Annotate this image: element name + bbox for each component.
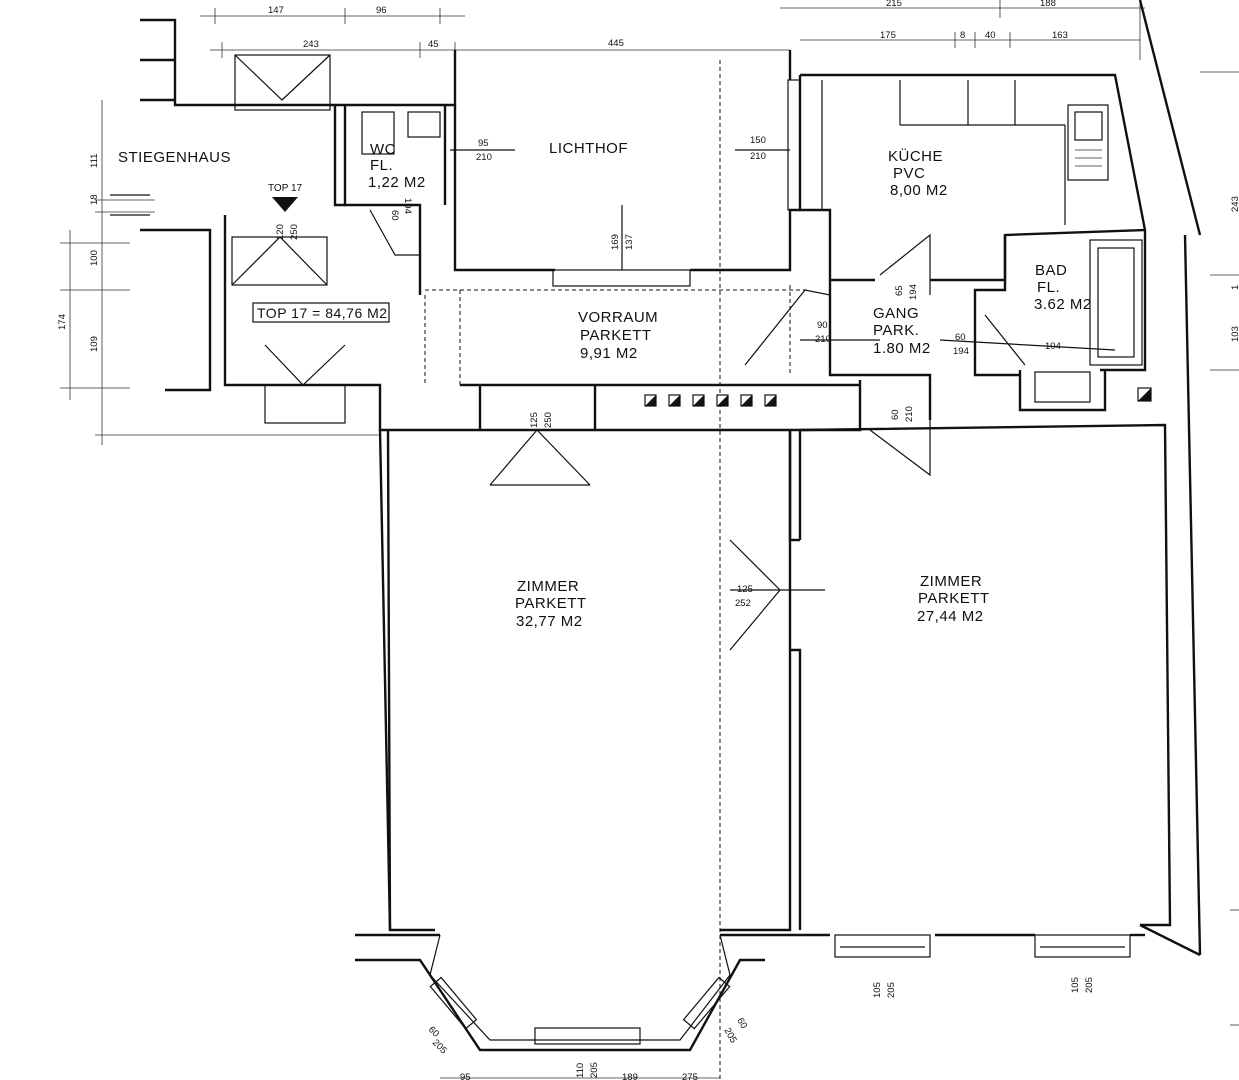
mid-door-w: 125	[737, 584, 753, 595]
bad-door-h: 194	[953, 346, 969, 357]
vorraum-walls	[424, 60, 1020, 1080]
mid-door-h: 252	[735, 598, 751, 609]
z2-door-w: 60	[890, 409, 901, 420]
lichthof-label: LICHTHOF	[549, 140, 628, 157]
dim-96: 96	[376, 5, 387, 16]
dim-174: 174	[57, 314, 68, 330]
zimmer1-area: 32,77 M2	[516, 613, 583, 630]
bot-dim-275: 275	[682, 1072, 698, 1080]
bay-center-h: 205	[589, 1062, 600, 1078]
wc-label: WC	[370, 141, 396, 158]
gang-label: GANG	[873, 305, 919, 322]
wc-floor: FL.	[370, 157, 393, 174]
stiegenhaus-label: STIEGENHAUS	[118, 149, 231, 166]
zimmer2-floor: PARKETT	[918, 590, 990, 607]
zimmer2-area: 27,44 M2	[917, 608, 984, 625]
bot-dim-95: 95	[460, 1072, 471, 1080]
bay-left-h: 205	[430, 1037, 449, 1056]
bay-right-w: 60	[734, 1016, 749, 1031]
lichthof-dim-169: 169	[610, 234, 621, 250]
zimmer2-label: ZIMMER	[920, 573, 982, 590]
dim-147: 147	[268, 5, 284, 16]
dim-188: 188	[1040, 0, 1056, 9]
dim-18: 18	[89, 194, 100, 205]
bad-door-w: 60	[955, 332, 966, 343]
dim-175: 175	[880, 30, 896, 41]
kueche-door-h: 210	[750, 151, 766, 162]
bay-center-w: 110	[575, 1063, 586, 1078]
window-zimmer2-right	[1034, 934, 1131, 958]
z1-door-w: 125	[529, 412, 540, 428]
wc-door-w: 60	[389, 210, 400, 221]
gang-floor: PARK.	[873, 322, 919, 339]
bad-walls	[939, 235, 1143, 412]
win1-w: 105	[872, 982, 883, 998]
gang-area: 1.80 M2	[873, 340, 931, 357]
win2-h: 205	[1084, 977, 1095, 993]
top17-door-h: 250	[289, 224, 300, 240]
gang-dim-65: 65	[894, 285, 905, 296]
vent-icons	[644, 387, 1152, 407]
bad-dim-104: 104	[1045, 341, 1061, 352]
bad-floor: FL.	[1037, 279, 1060, 296]
bad-area: 3.62 M2	[1034, 296, 1092, 313]
gang-door-w: 90	[817, 320, 828, 331]
lichthof-dim-137: 137	[624, 234, 635, 250]
lichthof-dim-w: 95	[478, 138, 489, 149]
kueche-door-w: 150	[750, 135, 766, 146]
zimmer2-walls	[729, 410, 931, 930]
right-dim-103: 103	[1230, 326, 1239, 342]
wc-walls	[343, 105, 447, 295]
kueche-label: KÜCHE	[888, 147, 943, 165]
bay-right-h: 205	[721, 1026, 738, 1045]
bad-label: BAD	[1035, 262, 1067, 279]
zimmer1-label: ZIMMER	[517, 578, 579, 595]
dim-40: 40	[985, 30, 996, 41]
dim-109: 109	[89, 336, 100, 352]
zimmer1-floor: PARKETT	[515, 595, 587, 612]
entrance-marker-icon	[272, 197, 298, 212]
dim-215: 215	[886, 0, 902, 9]
vorraum-floor: PARKETT	[580, 327, 652, 344]
stiegenhaus-walls	[110, 18, 345, 392]
z2-door-h: 210	[904, 406, 915, 422]
right-dimension-lines	[1200, 71, 1239, 1026]
vorraum-label: VORRAUM	[578, 309, 658, 326]
outer-walls	[223, 0, 1202, 957]
lichthof-dim-h: 210	[476, 152, 492, 163]
kueche-walls	[798, 75, 1146, 282]
right-dim-243: 243	[1230, 196, 1239, 212]
entrance-door	[231, 236, 346, 424]
gang-door-h: 210	[815, 334, 831, 345]
gang-dim-194: 194	[908, 284, 919, 300]
win1-h: 205	[886, 982, 897, 998]
zimmer1-walls	[386, 429, 591, 931]
bot-dim-189: 189	[622, 1072, 638, 1080]
left-dimension-lines	[60, 100, 380, 445]
dim-100: 100	[89, 250, 100, 266]
wc-door-h: 194	[402, 198, 413, 214]
dim-8: 8	[960, 30, 965, 41]
lichthof-walls	[450, 79, 801, 287]
window-zimmer2-left	[834, 934, 931, 958]
area-total-label: TOP 17 = 84,76 M2	[257, 305, 388, 321]
dim-243: 243	[303, 39, 319, 50]
kueche-floor: PVC	[893, 165, 925, 182]
dim-111: 111	[89, 154, 100, 168]
area-total-box	[252, 302, 390, 323]
right-dim-1: 1	[1230, 285, 1239, 290]
bay-window	[355, 934, 765, 1052]
vorraum-area: 9,91 M2	[580, 345, 638, 362]
dim-45: 45	[428, 39, 439, 50]
z1-door-h: 250	[543, 412, 554, 428]
wc-area: 1,22 M2	[368, 174, 426, 191]
top-dimension-lines	[200, 0, 1145, 60]
dim-445: 445	[608, 38, 624, 49]
top17-door-w: 120	[275, 224, 286, 240]
win2-w: 105	[1070, 977, 1081, 993]
top17-label: TOP 17	[268, 183, 303, 194]
dim-163: 163	[1052, 30, 1068, 41]
kueche-area: 8,00 M2	[890, 182, 948, 199]
